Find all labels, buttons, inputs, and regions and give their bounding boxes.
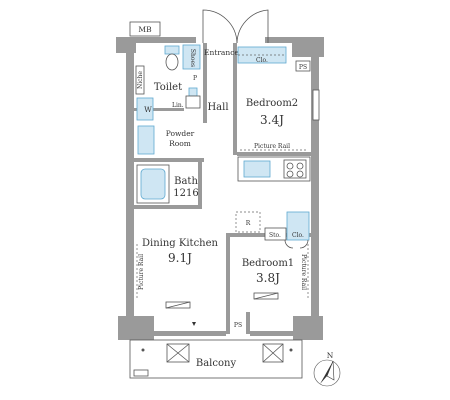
picture-rail-dk-label: Picture Rail [138, 254, 145, 290]
dining-name: Dining Kitchen [142, 238, 219, 249]
mb-label: MB [138, 25, 152, 34]
walls [116, 37, 324, 340]
washer-space [136, 97, 154, 121]
north-label: N [327, 351, 334, 360]
w-label: W [144, 105, 152, 114]
powder-line2: Room [169, 139, 191, 148]
powder-line1: Powder [166, 129, 195, 138]
shoes-label: Shoes [189, 49, 196, 67]
bedroom1-size: 3.8J [256, 271, 280, 285]
bedroom2-name: Bedroom2 [246, 98, 298, 109]
picture-rail-b2-label: Picture Rail [254, 143, 290, 150]
sto-label: Sto. [269, 232, 281, 239]
lin-label: Lin. [172, 102, 184, 109]
hall-label: Hall [207, 102, 228, 113]
shoes-cabinet [182, 44, 201, 70]
niche-label: Niche [137, 71, 144, 89]
bathtub [136, 164, 170, 204]
dining-size: 9.1J [168, 251, 192, 265]
r-label: R [246, 220, 251, 227]
entrance-label: Entrance [204, 48, 239, 57]
toilet-fixture [164, 45, 180, 71]
entrance-door [202, 9, 269, 44]
window-bedroom2 [312, 89, 320, 121]
vanity [137, 125, 155, 155]
closet-top-label: Clo. [256, 57, 268, 64]
balcony [129, 339, 303, 379]
bedroom1-name: Bedroom1 [242, 258, 294, 269]
p-label: P [193, 75, 197, 82]
mb-box: MB [129, 21, 161, 37]
bath-name: Bath [174, 176, 198, 187]
toilet-label: Toilet [154, 82, 182, 93]
picture-rail-b1-label: Picture Rail [300, 254, 307, 290]
bedroom2-size: 3.4J [260, 113, 284, 127]
p-shaft [188, 87, 198, 97]
niche-box [135, 65, 145, 95]
kitchen-counter [237, 156, 311, 182]
linen-shelf [185, 95, 201, 109]
ps-top-box [295, 60, 311, 72]
ps-bottom-label: PS [234, 322, 242, 329]
balcony-label: Balcony [196, 358, 237, 369]
closet-bedroom1 [286, 211, 310, 241]
bath-size: 1216 [173, 188, 198, 199]
fridge-space [235, 211, 261, 233]
north-arrow-icon [313, 359, 341, 387]
storage-box [264, 227, 287, 241]
ps-top-label: PS [299, 64, 307, 71]
clo-bed1-label: Clo. [292, 232, 304, 239]
